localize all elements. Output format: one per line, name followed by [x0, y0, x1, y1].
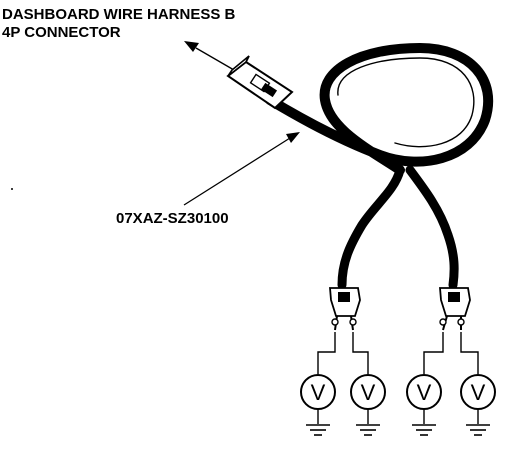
- connector-label-line2: 4P CONNECTOR: [2, 24, 121, 41]
- speck: [11, 188, 13, 190]
- voltmeter-3-symbol: V: [417, 380, 432, 405]
- ground-icon: [412, 424, 436, 436]
- part-number-label: 07XAZ-SZ30100: [116, 210, 229, 227]
- ground-icon: [356, 424, 380, 436]
- voltmeter-1-symbol: V: [311, 380, 326, 405]
- cable-leader-arrow: [183, 132, 300, 206]
- connector-label-line1: DASHBOARD WIRE HARNESS B: [2, 6, 236, 23]
- voltmeter-4: V: [460, 374, 496, 424]
- connector-4p: [226, 55, 294, 110]
- ground-icon: [306, 424, 330, 436]
- connector-leader-arrow: [184, 41, 235, 71]
- ground-icon: [466, 424, 490, 436]
- meter-wires: [317, 332, 479, 374]
- voltmeter-4-symbol: V: [471, 380, 486, 405]
- probe-right: [439, 287, 471, 331]
- voltmeter-3: V: [406, 374, 442, 424]
- voltmeter-2: V: [350, 374, 386, 424]
- voltmeter-1: V: [300, 374, 336, 424]
- voltmeter-2-symbol: V: [361, 380, 376, 405]
- probe-left: [329, 287, 361, 331]
- harness-cable: [265, 43, 494, 290]
